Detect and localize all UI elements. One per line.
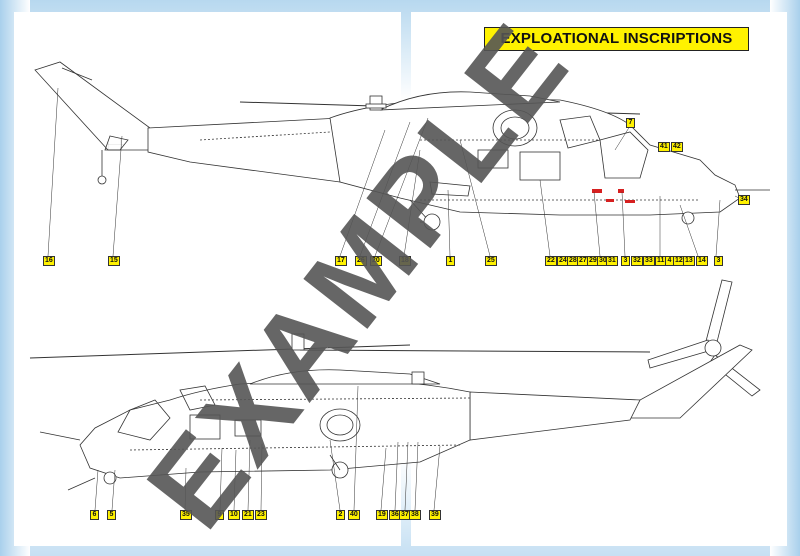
callout-7: 7 bbox=[626, 118, 635, 128]
callout-33: 33 bbox=[643, 256, 655, 266]
callout-21: 21 bbox=[242, 510, 254, 520]
helicopter-side-view-left bbox=[29, 279, 761, 491]
callout-19: 19 bbox=[376, 510, 388, 520]
callout-6: 6 bbox=[90, 510, 99, 520]
callout-1: 1 bbox=[446, 256, 455, 266]
callout-5: 5 bbox=[107, 510, 116, 520]
callout-40: 40 bbox=[348, 510, 360, 520]
callout-22: 22 bbox=[545, 256, 557, 266]
callout-23: 23 bbox=[255, 510, 267, 520]
callout-41: 41 bbox=[658, 142, 670, 152]
leader-lines-top bbox=[47, 87, 744, 257]
callout-35: 35 bbox=[180, 510, 192, 520]
callout-13: 13 bbox=[683, 256, 695, 266]
callout-14: 14 bbox=[696, 256, 708, 266]
callout-25: 25 bbox=[485, 256, 497, 266]
callout-18: 18 bbox=[399, 256, 411, 266]
callout-3a: 3 bbox=[621, 256, 630, 266]
callout-2: 2 bbox=[336, 510, 345, 520]
callout-26: 26 bbox=[355, 256, 367, 266]
callout-32: 32 bbox=[631, 256, 643, 266]
page-title: EXPLOATIONAL INSCRIPTIONS bbox=[484, 27, 749, 51]
helicopter-side-view-right bbox=[34, 61, 770, 231]
callout-3b: 3 bbox=[714, 256, 723, 266]
callout-17: 17 bbox=[335, 256, 347, 266]
callout-9: 9 bbox=[215, 510, 224, 520]
callout-38: 38 bbox=[409, 510, 421, 520]
callout-16: 16 bbox=[43, 256, 55, 266]
callout-10: 10 bbox=[228, 510, 240, 520]
leader-lines-bottom bbox=[94, 385, 441, 511]
callout-20: 20 bbox=[370, 256, 382, 266]
callout-31: 31 bbox=[606, 256, 618, 266]
callout-34: 34 bbox=[738, 195, 750, 205]
callout-39: 39 bbox=[429, 510, 441, 520]
callout-15: 15 bbox=[108, 256, 120, 266]
callout-42: 42 bbox=[671, 142, 683, 152]
